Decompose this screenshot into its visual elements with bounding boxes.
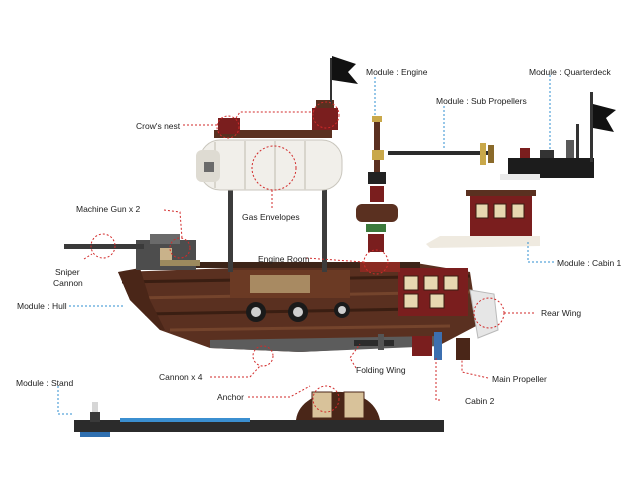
cannon-circle bbox=[252, 345, 274, 367]
sub-propeller-module bbox=[388, 143, 494, 165]
leader-lines bbox=[57, 75, 554, 415]
label-module-hull: Module : Hull bbox=[17, 301, 67, 311]
engine-module bbox=[356, 116, 398, 252]
sniper-cannon-circle bbox=[90, 233, 116, 259]
label-sniper: Sniper bbox=[55, 267, 80, 277]
engine-room-circle bbox=[363, 249, 389, 275]
label-module-sub-propellers: Module : Sub Propellers bbox=[436, 96, 527, 106]
label-anchor: Anchor bbox=[217, 392, 244, 402]
label-module-quarterdeck: Module : Quarterdeck bbox=[529, 67, 611, 77]
highlight-circles bbox=[90, 101, 505, 413]
label-module-engine: Module : Engine bbox=[366, 67, 428, 77]
label-main-propeller: Main Propeller bbox=[492, 374, 547, 384]
stand-leader bbox=[57, 386, 74, 415]
label-module-stand: Module : Stand bbox=[16, 378, 74, 388]
stand-module bbox=[74, 391, 444, 437]
crows-nest-circle-2 bbox=[312, 101, 340, 129]
anchor-circle bbox=[312, 385, 340, 413]
machine-gun-circle bbox=[169, 237, 191, 259]
cabin1-leader bbox=[527, 242, 554, 263]
hull-module bbox=[64, 186, 478, 352]
label-cabin2: Cabin 2 bbox=[465, 396, 495, 406]
label-cannon: Cannon bbox=[53, 278, 83, 288]
label-module-cabin1: Module : Cabin 1 bbox=[557, 258, 622, 268]
label-folding-wing: Folding Wing bbox=[356, 365, 406, 375]
label-engine-room: Engine Room bbox=[258, 254, 310, 264]
label-rear-wing: Rear Wing bbox=[541, 308, 582, 318]
label-machine-gun: Machine Gun x 2 bbox=[76, 204, 141, 214]
label-gas-envelopes: Gas Envelopes bbox=[242, 212, 300, 222]
cabin1-module bbox=[426, 190, 540, 248]
rear-wing bbox=[469, 289, 499, 339]
crows-nest-circle-1 bbox=[216, 115, 240, 139]
lower-parts bbox=[354, 332, 470, 360]
quarterdeck-module bbox=[500, 92, 616, 180]
label-cannon-x4: Cannon x 4 bbox=[159, 372, 203, 382]
label-crows-nest: Crow's nest bbox=[136, 121, 181, 131]
gas-envelope-circle bbox=[251, 145, 297, 191]
gas-envelope bbox=[196, 56, 358, 191]
